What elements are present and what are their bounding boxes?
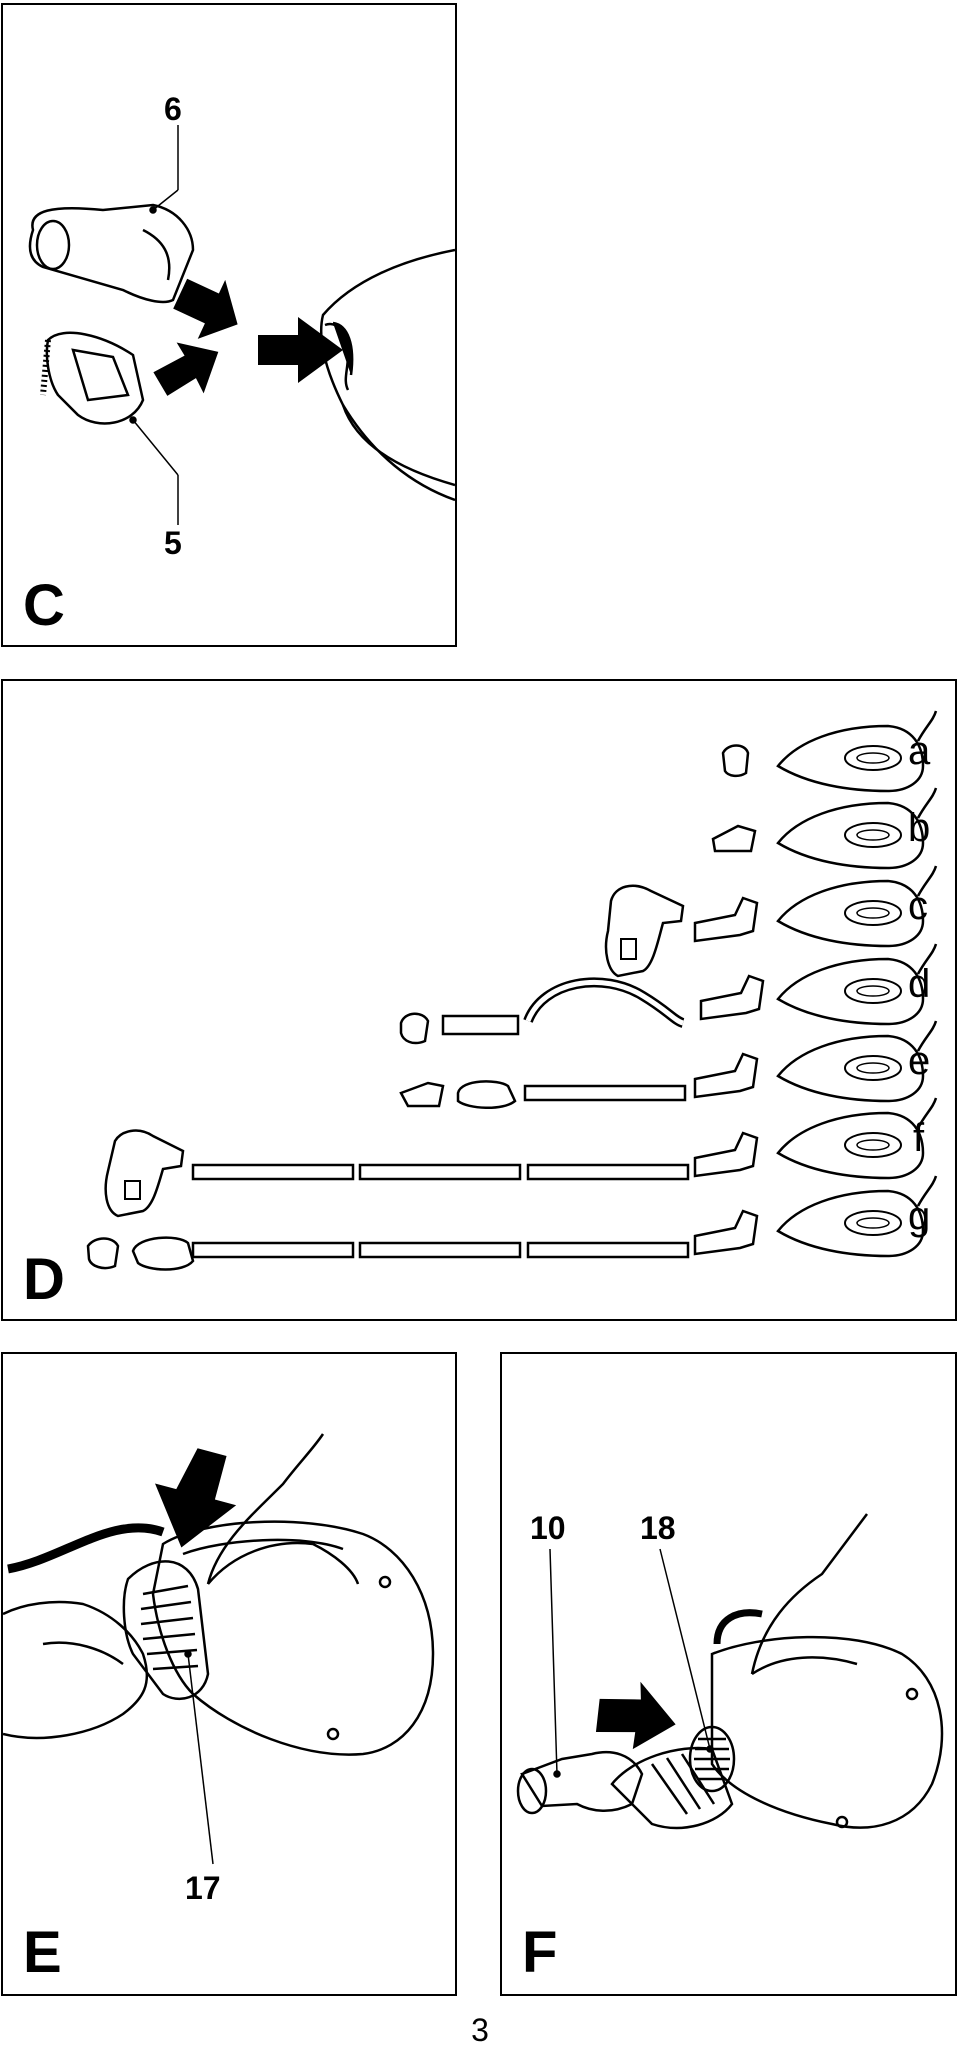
- row-g: [86, 1174, 938, 1271]
- insert-arrows: [153, 278, 343, 396]
- figure-e-drawing: [3, 1433, 435, 1865]
- vacuum-body-illustration: [319, 248, 455, 502]
- callout-leaders: [129, 125, 179, 525]
- panel-letter-f: F: [522, 1920, 558, 1985]
- figure-c-drawing: [28, 125, 455, 525]
- press-arrow: [155, 1448, 237, 1548]
- press-arrow: [595, 1681, 676, 1750]
- row-f: [104, 1096, 938, 1218]
- page-number: 3: [471, 2012, 489, 2048]
- panel-letter-d: D: [23, 1247, 65, 1312]
- callout-10: 10: [530, 1510, 566, 1546]
- row-d: [399, 942, 938, 1045]
- row-c: [604, 864, 938, 978]
- panel-letter-e: E: [23, 1920, 62, 1985]
- crevice-tool-illustration: [28, 203, 195, 304]
- row-label-b: b: [908, 806, 931, 850]
- row-label-c: c: [908, 884, 928, 928]
- row-label-e: e: [908, 1039, 931, 1083]
- row-label-d: d: [908, 962, 931, 1006]
- callout-18: 18: [640, 1510, 676, 1546]
- panel-letter-c: C: [23, 573, 65, 638]
- row-e: [399, 1019, 938, 1109]
- row-b: [711, 786, 938, 870]
- figure-d: a b c d e f g D: [1, 679, 957, 1321]
- callout-leaders: [549, 1548, 714, 1778]
- row-a: [721, 709, 938, 793]
- figure-f-drawing: [516, 1513, 944, 1830]
- brush-tool-illustration: [40, 331, 145, 425]
- row-label-g: g: [908, 1194, 931, 1238]
- figure-c: 6 5 C: [1, 3, 457, 647]
- callout-17: 17: [185, 1870, 221, 1906]
- figure-e: 17 E: [1, 1352, 457, 1996]
- callout-5: 5: [164, 525, 182, 561]
- callout-6: 6: [164, 91, 182, 127]
- callout-leaders: [184, 1650, 214, 1865]
- row-label-f: f: [913, 1116, 925, 1160]
- figure-d-drawing: [86, 709, 938, 1271]
- figure-f: 10 18 F: [500, 1352, 957, 1996]
- row-label-a: a: [908, 729, 931, 773]
- filter-removal-illustration: [516, 1513, 944, 1830]
